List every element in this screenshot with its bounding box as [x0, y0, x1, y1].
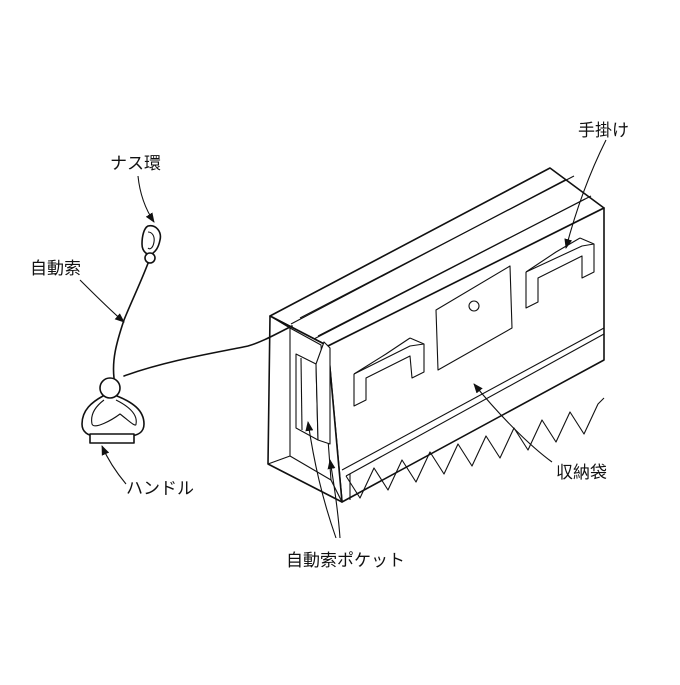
label-hand-grip: 手掛け: [578, 121, 629, 141]
lanyard-pocket: [295, 341, 331, 445]
carabiner: [141, 224, 162, 264]
label-lanyard-pocket: 自動索ポケット: [286, 551, 405, 571]
handle: [81, 377, 145, 444]
bottom-zigzag-band: [341, 327, 605, 500]
label-storage-bag: 収納袋: [556, 463, 607, 483]
label-lanyard: 自動索: [30, 259, 81, 279]
leader-lines: [79, 139, 607, 539]
name-plate: [435, 265, 513, 371]
label-handle: ハンドル: [126, 479, 194, 499]
storage-box: [267, 167, 605, 503]
hand-grip-left: [353, 337, 425, 407]
label-carabiner: ナス環: [110, 154, 161, 174]
lanyard-cord: [112, 257, 293, 379]
